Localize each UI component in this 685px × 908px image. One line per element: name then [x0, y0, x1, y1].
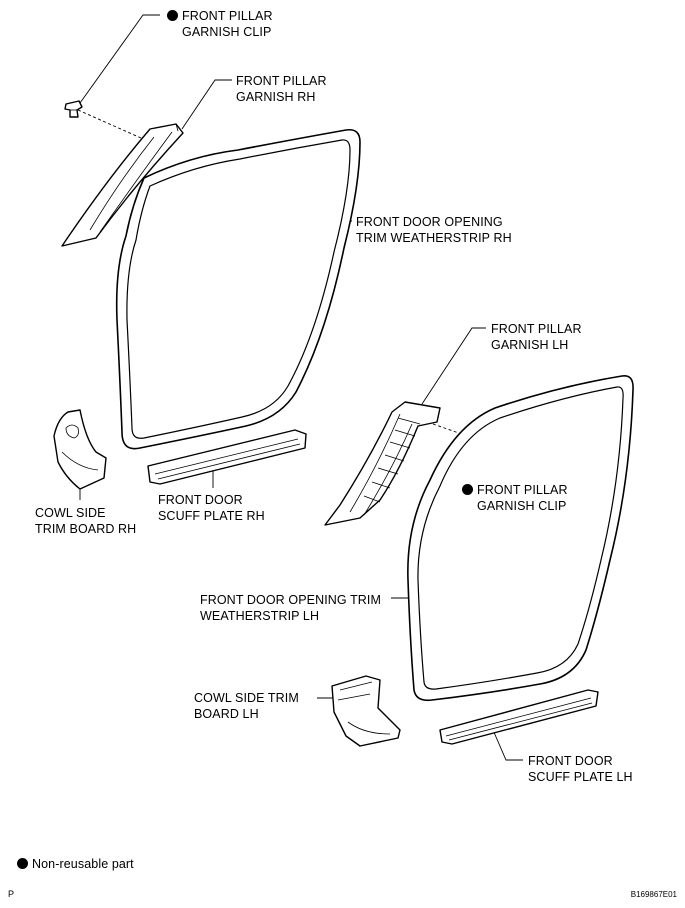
cowl-side-trim-board-rh — [53, 409, 107, 490]
label-front-pillar-garnish-clip-lh: FRONT PILLAR GARNISH CLIP — [462, 482, 568, 514]
front-pillar-garnish-rh — [61, 123, 184, 247]
cowl-side-trim-board-lh — [331, 675, 401, 747]
label-front-door-scuff-plate-lh: FRONT DOOR SCUFF PLATE LH — [528, 754, 633, 784]
label-front-pillar-garnish-lh: FRONT PILLAR GARNISH LH — [491, 322, 582, 352]
legend: Non-reusable part — [17, 856, 134, 872]
label-front-door-opening-trim-weatherstrip-lh: FRONT DOOR OPENING TRIM WEATHERSTRIP LH — [200, 593, 382, 623]
label-cowl-side-trim-board-rh: COWL SIDE TRIM BOARD RH — [35, 506, 137, 536]
front-door-opening-trim-weatherstrip-rh — [115, 128, 361, 450]
front-door-scuff-plate-lh — [439, 689, 599, 745]
front-door-scuff-plate-rh — [147, 429, 307, 485]
front-pillar-garnish-lh — [324, 401, 441, 526]
label-front-door-opening-trim-weatherstrip-rh: FRONT DOOR OPENING TRIM WEATHERSTRIP RH — [356, 215, 512, 245]
label-cowl-side-trim-board-lh: COWL SIDE TRIM BOARD LH — [194, 691, 299, 721]
label-front-pillar-garnish-rh: FRONT PILLAR GARNISH RH — [236, 74, 327, 104]
non-reusable-dot-icon — [462, 484, 473, 495]
front-door-opening-trim-weatherstrip-lh — [407, 374, 634, 702]
footer-figure-id: B169867E01 — [630, 890, 677, 899]
label-front-door-scuff-plate-rh: FRONT DOOR SCUFF PLATE RH — [158, 493, 265, 523]
non-reusable-dot-icon — [17, 858, 28, 869]
non-reusable-dot-icon — [167, 10, 178, 21]
front-pillar-garnish-clip-rh — [64, 100, 83, 118]
clip-rh-connection — [77, 109, 151, 143]
label-front-pillar-garnish-clip-rh: FRONT PILLAR GARNISH CLIP — [167, 8, 273, 40]
legend-text: Non-reusable part — [32, 857, 134, 871]
footer-left-code: P — [8, 889, 15, 899]
